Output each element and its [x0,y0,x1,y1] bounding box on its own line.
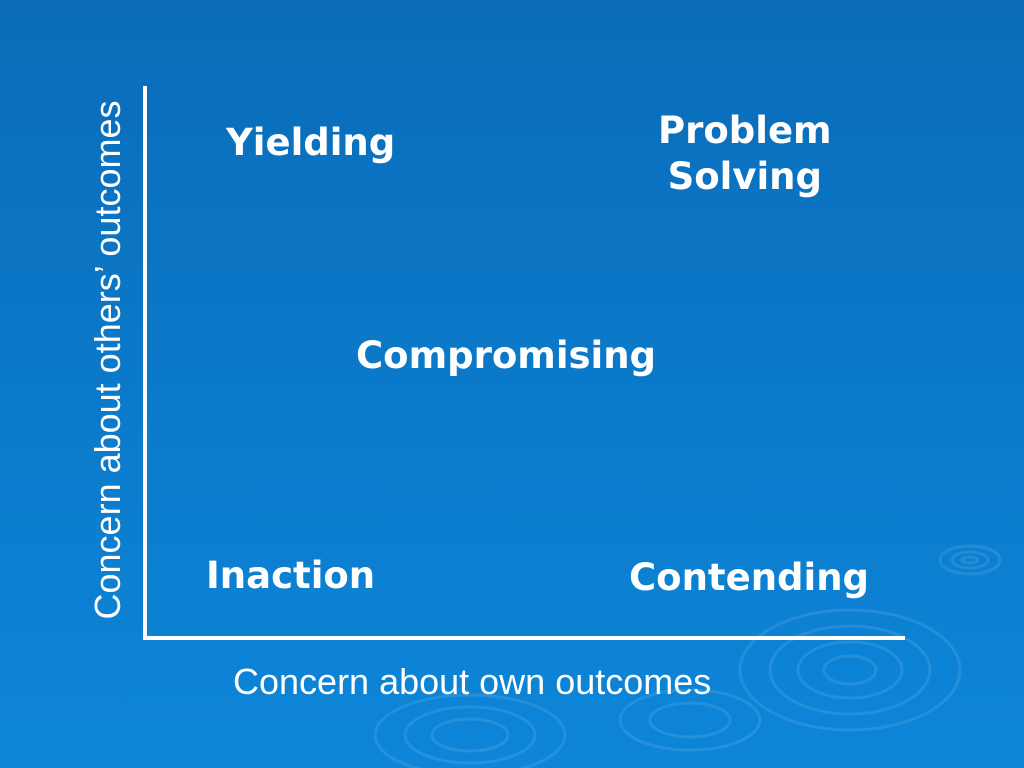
quadrant-label-compromising: Compromising [356,334,657,377]
quadrant-label-yielding: Yielding [226,121,396,164]
y-axis-line [143,86,147,640]
y-axis-label: Concern about others’ outcomes [87,100,128,620]
x-axis-line [143,636,905,640]
quadrant-label-problem-solving: Problem Solving [658,108,832,200]
x-axis-label: Concern about own outcomes [233,661,712,702]
problem-solving-line-1: Problem [658,109,832,152]
problem-solving-line-2: Solving [667,155,822,198]
quadrant-label-contending: Contending [629,556,870,599]
quadrant-label-inaction: Inaction [206,554,376,597]
